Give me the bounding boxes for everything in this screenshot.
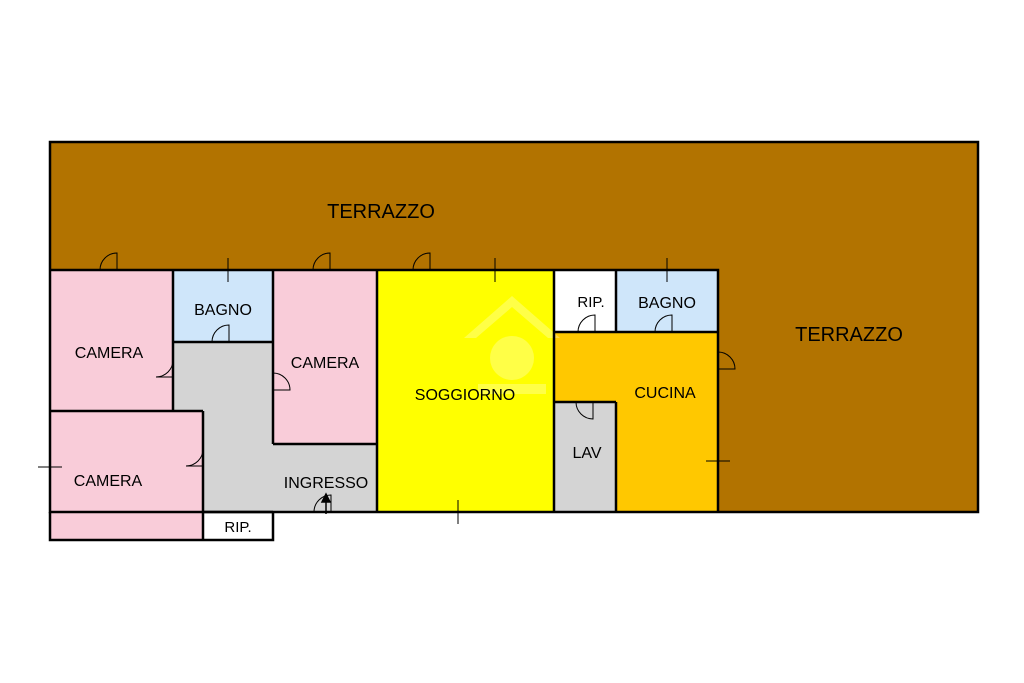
doors [99, 252, 736, 513]
room-cucina [554, 332, 718, 512]
label-rip-2: RIP. [577, 294, 604, 311]
label-camera-3: CAMERA [74, 473, 143, 490]
label-cucina: CUCINA [634, 385, 696, 402]
label-soggiorno: SOGGIORNO [415, 387, 515, 404]
room-camera-1 [50, 270, 173, 411]
label-bagno-2: BAGNO [638, 295, 696, 312]
label-terrazzo-right: TERRAZZO [795, 324, 903, 346]
room-lav [554, 402, 616, 512]
walls [48, 140, 980, 542]
label-lav: LAV [572, 445, 601, 462]
room-bagno-1 [173, 270, 273, 342]
label-ingresso: INGRESSO [284, 475, 368, 492]
label-bagno-1: BAGNO [194, 302, 252, 319]
room-camera-3 [50, 411, 203, 540]
room-ingresso-corridor [173, 342, 377, 540]
label-camera-2: CAMERA [291, 355, 360, 372]
room-soggiorno [377, 270, 554, 512]
arrow-up-icon [320, 492, 332, 514]
label-terrazzo-top: TERRAZZO [327, 201, 435, 223]
label-camera-1: CAMERA [75, 345, 144, 362]
house-watermark-icon [464, 296, 560, 394]
window-ticks [38, 258, 730, 524]
room-camera-2 [273, 270, 377, 444]
label-rip-1: RIP. [224, 519, 251, 536]
room-rip-1 [203, 512, 273, 540]
room-rip-2 [554, 270, 616, 332]
